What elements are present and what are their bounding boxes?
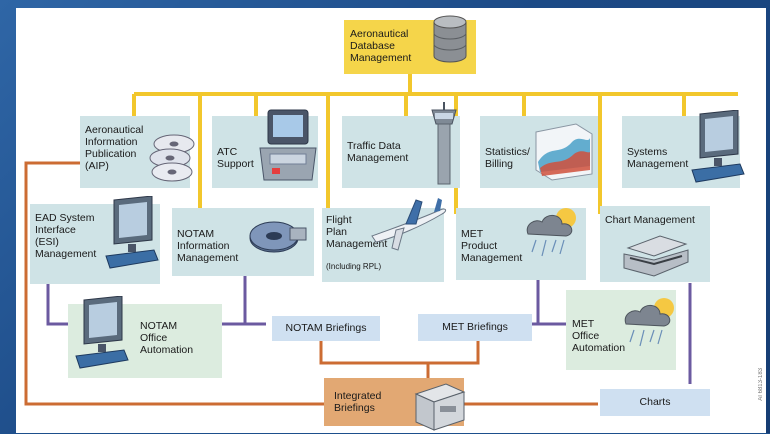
- flight-plan-sublabel: (Including RPL): [326, 262, 382, 271]
- aip-to-briefings-line: [24, 161, 326, 406]
- scanner-icon: [623, 235, 689, 277]
- atc-support-label: ATC Support: [217, 146, 254, 170]
- esi-management-label: EAD System Interface (ESI) Management: [35, 212, 97, 260]
- notam-information-box: NOTAM Information Management: [172, 208, 314, 276]
- systems-management-label: Systems Management: [627, 146, 689, 170]
- traffic-data-box: Traffic Data Management: [342, 102, 460, 188]
- notam-to-integrated-line: [319, 341, 430, 380]
- integrated-briefings-label: Integrated Briefings: [334, 390, 382, 414]
- flight-plan-box: Flight Plan Management (Including RPL): [322, 198, 447, 282]
- traffic-data-label: Traffic Data Management: [347, 140, 409, 164]
- met-product-label: MET Product Management: [461, 228, 523, 264]
- charts-label: Charts: [639, 396, 671, 408]
- airplane-icon: [371, 198, 447, 251]
- control-tower-icon: [431, 102, 457, 185]
- atc-console-icon: [259, 109, 317, 181]
- notam-office-box: NOTAM Office Automation: [68, 296, 222, 378]
- flight-plan-label: Flight Plan Management: [326, 214, 388, 250]
- computer-terminal-icon: [105, 196, 159, 269]
- integrated-briefings-box: Integrated Briefings: [324, 378, 466, 431]
- atc-support-box: ATC Support: [212, 109, 318, 188]
- statistics-billing-label: Statistics/ Billing: [485, 146, 530, 170]
- data-disc-icon: [249, 221, 307, 253]
- met-office-label: MET Office Automation: [572, 318, 626, 354]
- aip-label: Aeronautical Information Publication (AI…: [85, 124, 144, 172]
- weather-cloud-sun-icon: [624, 298, 674, 347]
- met-briefings-label: MET Briefings: [442, 321, 508, 333]
- aip-box: Aeronautical Information Publication (AI…: [80, 116, 195, 188]
- esi-to-notam-office-line: [46, 284, 76, 326]
- systems-management-box: Systems Management: [622, 110, 745, 188]
- notam-office-label: NOTAM Office Automation: [140, 320, 194, 356]
- esi-management-box: EAD System Interface (ESI) Management: [30, 196, 160, 284]
- computer-terminal-icon: [691, 110, 745, 183]
- weather-cloud-sun-icon: [526, 208, 576, 257]
- figure-code: AI 6813-183: [758, 368, 764, 401]
- notam-information-label: NOTAM Information Management: [177, 228, 239, 264]
- printer-icon: [414, 383, 466, 431]
- disc-stack-icon: [149, 134, 195, 182]
- diagram-canvas: Aeronautical Database Management Aeronau…: [16, 8, 766, 433]
- database-management-label: Aeronautical Database Management: [350, 28, 412, 64]
- chart-management-label: Chart Management: [605, 214, 695, 226]
- connector-lines: [24, 72, 738, 406]
- met-briefings-box: MET Briefings: [418, 314, 532, 341]
- 3d-chart-icon: [535, 123, 593, 181]
- notam-briefings-label: NOTAM Briefings: [285, 322, 367, 334]
- met-to-integrated-line: [428, 341, 480, 365]
- chart-management-box: Chart Management: [600, 206, 710, 282]
- database-management-box: Aeronautical Database Management: [344, 15, 476, 74]
- charts-box: Charts: [600, 389, 710, 416]
- met-office-box: MET Office Automation: [566, 290, 676, 370]
- met-product-box: MET Product Management: [456, 208, 586, 280]
- notam-briefings-box: NOTAM Briefings: [272, 316, 380, 341]
- statistics-billing-box: Statistics/ Billing: [480, 116, 598, 188]
- computer-terminal-icon: [75, 296, 129, 369]
- database-cylinder-icon: [433, 15, 467, 63]
